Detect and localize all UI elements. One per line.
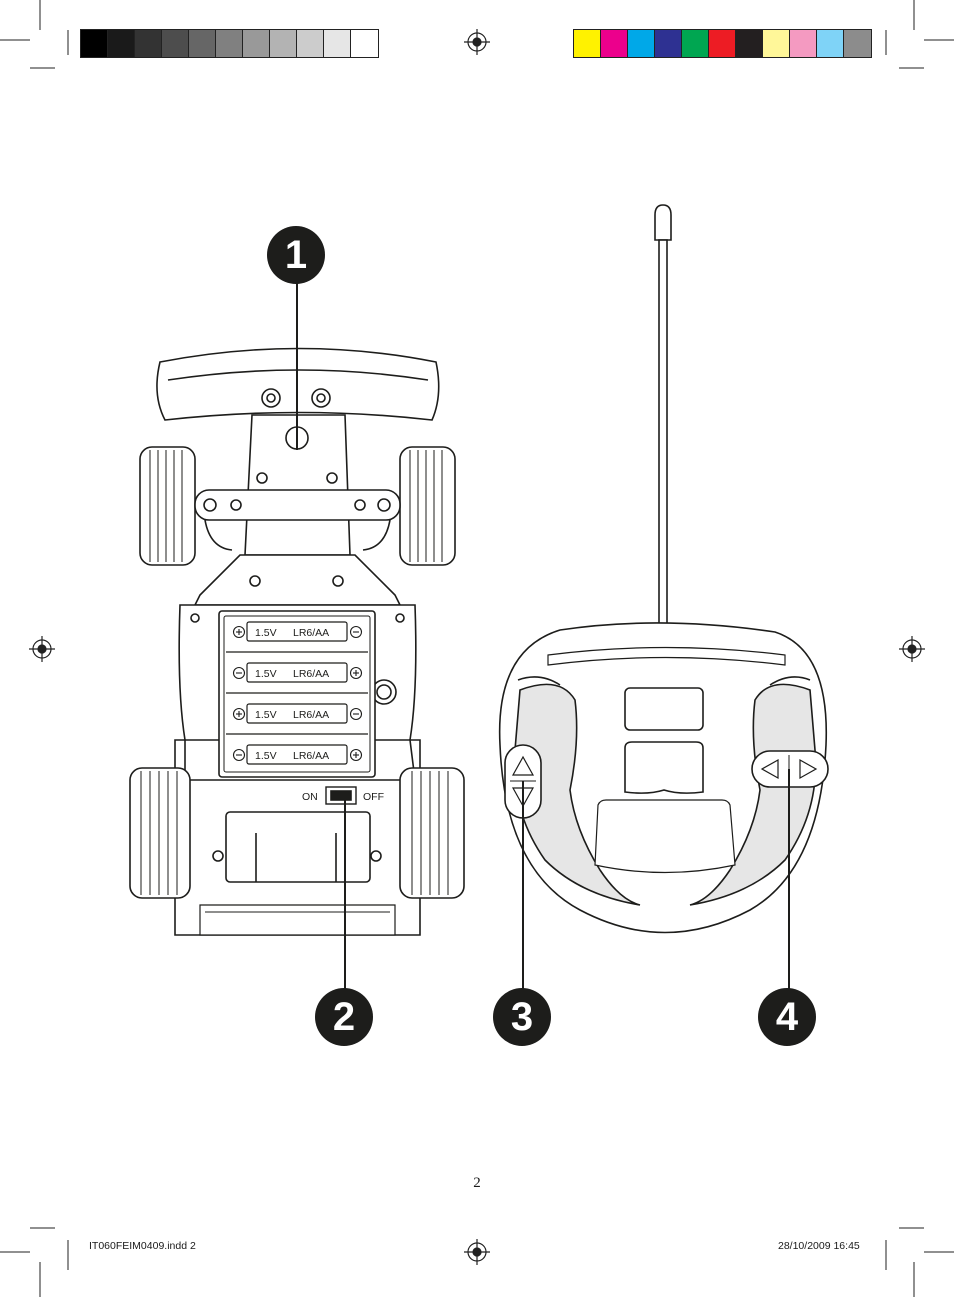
color-swatch <box>574 30 601 57</box>
color-swatch <box>817 30 844 57</box>
color-swatch <box>162 30 189 57</box>
slug-filename: IT060FEIM0409.indd 2 <box>89 1240 196 1252</box>
color-swatch <box>189 30 216 57</box>
color-swatch <box>628 30 655 57</box>
battery-labels: 1.5V LR6/AA 1.5V LR6/AA 1.5V LR6/AA 1.5V… <box>255 627 384 803</box>
switch-off-label: OFF <box>363 791 384 803</box>
battery-3-voltage: 1.5V <box>255 709 277 721</box>
callout-4: 4 <box>758 988 816 1046</box>
color-swatch <box>655 30 682 57</box>
page-number: 2 <box>473 1175 481 1191</box>
battery-1-type: LR6/AA <box>293 627 329 639</box>
color-swatch <box>351 30 378 57</box>
color-swatch <box>108 30 135 57</box>
color-swatch <box>601 30 628 57</box>
switch-on-label: ON <box>302 791 318 803</box>
slug-timestamp: 28/10/2009 16:45 <box>778 1240 860 1252</box>
color-swatch <box>736 30 763 57</box>
color-swatch <box>81 30 108 57</box>
color-swatch <box>763 30 790 57</box>
color-swatch <box>790 30 817 57</box>
color-swatch <box>135 30 162 57</box>
color-swatch <box>297 30 324 57</box>
color-swatch <box>709 30 736 57</box>
battery-4-type: LR6/AA <box>293 750 329 762</box>
color-swatch <box>243 30 270 57</box>
color-swatch <box>216 30 243 57</box>
callout-3: 3 <box>493 988 551 1046</box>
callout-1: 1 <box>267 226 325 284</box>
battery-2-type: LR6/AA <box>293 668 329 680</box>
color-swatch <box>844 30 871 57</box>
process-color-bar <box>573 29 872 58</box>
grayscale-color-bar <box>80 29 379 58</box>
color-swatch <box>682 30 709 57</box>
battery-3-type: LR6/AA <box>293 709 329 721</box>
battery-4-voltage: 1.5V <box>255 750 277 762</box>
battery-2-voltage: 1.5V <box>255 668 277 680</box>
registration-marks <box>29 29 925 1265</box>
color-swatch <box>324 30 351 57</box>
battery-1-voltage: 1.5V <box>255 627 277 639</box>
color-swatch <box>270 30 297 57</box>
remote-control <box>498 204 829 934</box>
callout-2: 2 <box>315 988 373 1046</box>
callout-leaders <box>296 280 790 992</box>
